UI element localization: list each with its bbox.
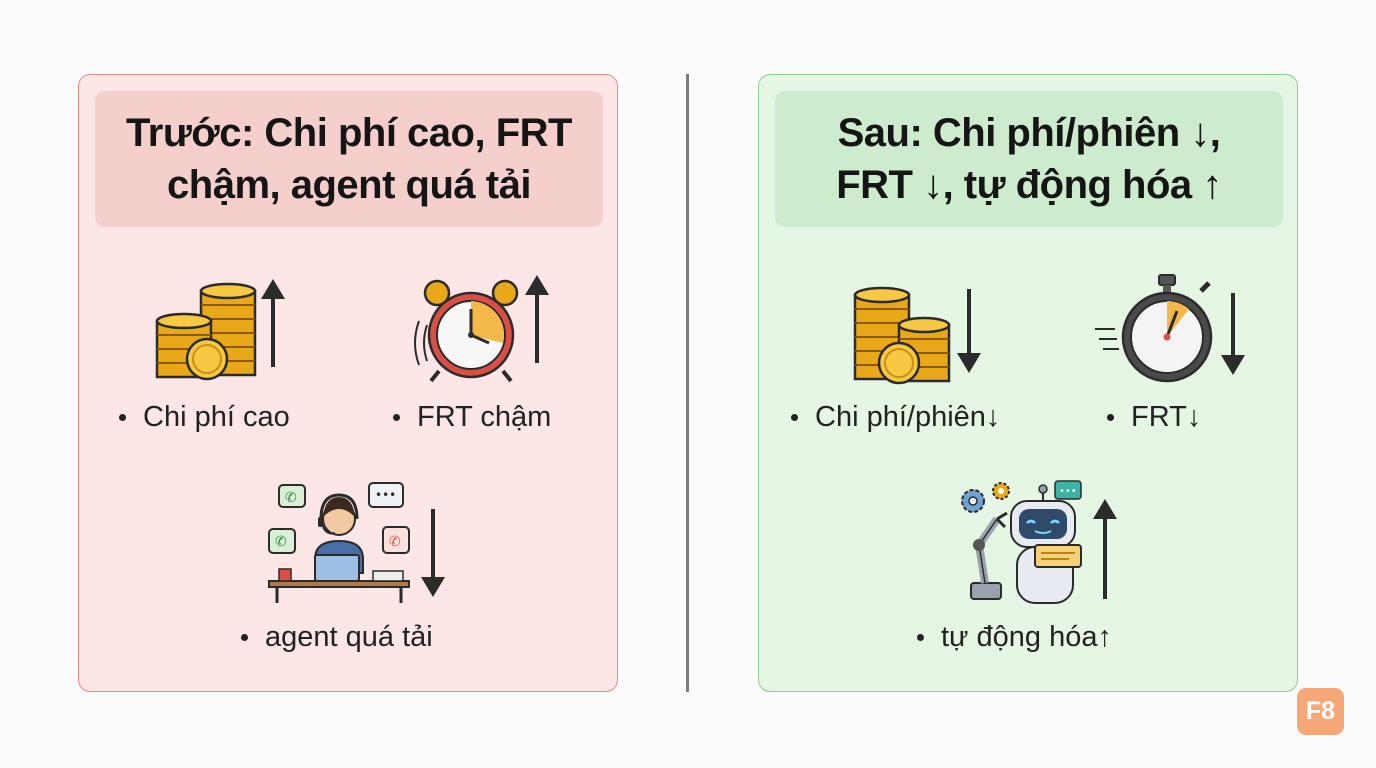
after-title-line2: FRT ↓, tự động hóa ↑ [836,163,1222,207]
coins-icon [155,279,285,381]
bullet [1107,414,1114,421]
before-item-label: Chi phí cao [119,401,290,434]
after-panel: Sau: Chi phí/phiên ↓, FRT ↓, tự động hóa… [758,74,1298,692]
svg-text:✆: ✆ [275,534,287,550]
coins-icon [853,286,981,385]
before-title-line1: Trước: Chi phí cao, FRT [126,111,572,155]
svg-text:•••: ••• [1059,486,1077,497]
after-item-label: FRT↓ [1107,401,1201,434]
before-item-label: agent quá tải [241,621,433,654]
after-item-label: tự động hóa↑ [917,621,1112,654]
after-item-1-label: Chi phí/phiên↓ [815,401,1001,433]
after-title-line1: Sau: Chi phí/phiên ↓, [837,111,1221,155]
before-item-label: FRT chậm [393,401,551,434]
f8-badge: F8 [1297,688,1344,735]
before-item-1-label: Chi phí cao [143,401,290,433]
bullet [119,414,126,421]
after-header: Sau: Chi phí/phiên ↓, FRT ↓, tự động hóa… [775,91,1283,227]
bullet [791,414,798,421]
before-panel: Trước: Chi phí cao, FRT chậm, agent quá … [78,74,618,692]
divider [686,74,689,692]
before-item-3-label: agent quá tải [265,621,433,653]
robot-icon: ••• [961,480,1117,604]
bullet [241,634,248,641]
alarm-clock-icon [414,275,549,383]
before-title-line2: chậm, agent quá tải [167,163,531,207]
svg-text:•••: ••• [375,488,396,502]
bullet [917,634,924,641]
before-header: Trước: Chi phí cao, FRT chậm, agent quá … [95,91,603,227]
after-item-label: Chi phí/phiên↓ [791,401,1000,434]
after-item-3-label: tự động hóa↑ [941,621,1112,653]
after-item-2-label: FRT↓ [1131,401,1202,433]
svg-text:✆: ✆ [285,490,297,506]
before-item-2-label: FRT chậm [417,401,552,433]
overloaded-agent-icon: ✆ ••• ✆ ✆ [268,482,445,603]
svg-text:✆: ✆ [389,534,401,550]
stopwatch-icon [1095,274,1245,383]
bullet [393,414,400,421]
